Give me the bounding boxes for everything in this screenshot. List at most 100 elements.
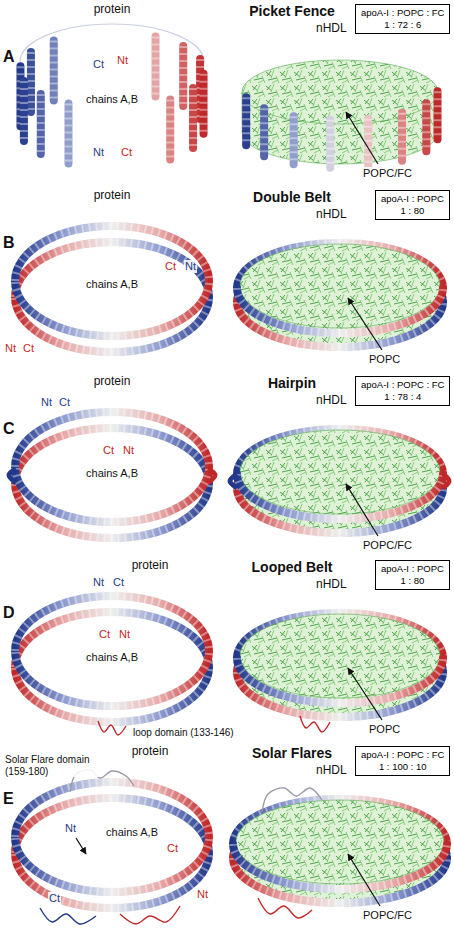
helix-turns bbox=[260, 108, 268, 156]
panel-title: Looped Belt bbox=[252, 559, 333, 575]
lipid-label: POPC bbox=[368, 353, 401, 366]
lipid-disk bbox=[236, 800, 444, 884]
pointer-arrow bbox=[348, 668, 382, 720]
terminus-label: Nt bbox=[184, 260, 197, 273]
ratio-box: apoA-I : POPC1 : 80 bbox=[375, 560, 450, 590]
helix-belt bbox=[237, 302, 443, 347]
helix-picket bbox=[50, 41, 58, 101]
panel-letter: C bbox=[3, 420, 15, 438]
helix-picket bbox=[37, 94, 45, 154]
helix-turns bbox=[50, 41, 58, 101]
ratio-text: 1 : 80 bbox=[381, 575, 444, 587]
view-label: nHDL bbox=[316, 764, 347, 778]
chain-label: chains A,B bbox=[105, 826, 159, 839]
helix-turns bbox=[189, 88, 197, 148]
terminus-label: Ct bbox=[102, 444, 115, 457]
helix-picket bbox=[260, 108, 268, 156]
panel-3 bbox=[15, 596, 443, 735]
lipid-disk bbox=[240, 244, 440, 328]
helix-turns bbox=[15, 596, 209, 706]
loop-domain bbox=[208, 469, 215, 483]
loop-domain bbox=[258, 898, 312, 918]
domain-label: Solar Flare domain (159-180) bbox=[4, 754, 102, 777]
view-label: nHDL bbox=[316, 22, 347, 36]
panel-title: Double Belt bbox=[253, 189, 331, 205]
panel-e bbox=[15, 770, 447, 924]
helix-turns bbox=[242, 97, 250, 145]
panel-a bbox=[20, 24, 438, 168]
helix-turns bbox=[233, 844, 447, 889]
view-label: protein bbox=[94, 189, 131, 203]
ratio-text: 1 : 80 bbox=[381, 205, 444, 217]
lipid-disk bbox=[240, 614, 440, 698]
terminus-label: Ct bbox=[22, 342, 35, 355]
terminus-label: Nt bbox=[40, 396, 53, 409]
view-label: protein bbox=[94, 375, 131, 389]
terminus-label: Ct bbox=[166, 842, 179, 855]
lipid-disk bbox=[240, 430, 440, 514]
terminus-label: Nt bbox=[118, 628, 131, 641]
ratio-box: apoA-I : POPC : FC1 : 78 : 4 bbox=[355, 376, 450, 406]
terminus-label: Nt bbox=[116, 54, 129, 67]
terminus-label: Nt bbox=[4, 342, 17, 355]
helix-belt bbox=[237, 658, 443, 703]
helix-turns bbox=[434, 91, 442, 139]
panel-letter: B bbox=[3, 234, 15, 252]
view-label: protein bbox=[132, 745, 169, 759]
panel-title: Picket Fence bbox=[249, 3, 335, 19]
view-label: protein bbox=[94, 3, 131, 17]
terminus-label: Ct bbox=[58, 396, 71, 409]
terminus-label: Nt bbox=[92, 576, 105, 589]
loop bbox=[20, 24, 204, 62]
loop-domain bbox=[300, 716, 330, 732]
terminus-label: Ct bbox=[98, 628, 111, 641]
ratio-box: apoA-I : POPC : FC1 : 100 : 10 bbox=[355, 746, 450, 776]
terminus-label: Ct bbox=[120, 146, 133, 159]
ratio-text: 1 : 72 : 6 bbox=[361, 19, 444, 31]
helix-turns bbox=[237, 658, 443, 703]
helix-turns bbox=[237, 302, 443, 347]
helix-turns bbox=[326, 120, 334, 168]
chain-label: chains A,B bbox=[85, 278, 139, 291]
chain-label: chains A,B bbox=[85, 93, 139, 106]
helix-picket bbox=[242, 97, 250, 145]
helix-picket bbox=[64, 103, 72, 163]
helix-belt bbox=[237, 288, 443, 333]
helix-picket bbox=[166, 99, 174, 159]
helix-turns bbox=[422, 103, 430, 151]
helix-belt bbox=[237, 488, 443, 533]
helix-picket bbox=[152, 37, 160, 97]
loop-domain bbox=[120, 906, 180, 924]
helix-turns bbox=[237, 488, 443, 533]
helix-picket bbox=[189, 88, 197, 148]
lipid-label: POPC/FC bbox=[362, 167, 413, 180]
helix-turns bbox=[152, 37, 160, 97]
helix-turns bbox=[15, 226, 209, 336]
ratio-text: apoA-I : POPC : FC bbox=[361, 379, 444, 391]
helix-turns bbox=[27, 52, 35, 112]
helix-turns bbox=[290, 116, 298, 164]
helix-picket bbox=[398, 113, 406, 161]
terminus-label: Nt bbox=[92, 146, 105, 159]
helix-turns bbox=[237, 288, 443, 333]
ratio-text: apoA-I : POPC bbox=[381, 193, 444, 205]
helix-belt bbox=[237, 474, 443, 519]
panel-title: Solar Flares bbox=[252, 745, 332, 761]
helix-belt bbox=[15, 596, 209, 706]
helix-picket bbox=[27, 52, 35, 112]
panel-letter: A bbox=[3, 48, 15, 66]
panel-letter: D bbox=[3, 604, 15, 622]
ratio-box: apoA-I : POPC1 : 80 bbox=[375, 190, 450, 220]
ratio-text: apoA-I : POPC bbox=[381, 563, 444, 575]
ratio-text: apoA-I : POPC : FC bbox=[361, 7, 444, 19]
loop-domain bbox=[443, 474, 449, 488]
chain-label: chains A,B bbox=[85, 651, 139, 664]
helix-turns bbox=[20, 81, 28, 141]
helix-turns bbox=[398, 113, 406, 161]
pointer-arrow bbox=[76, 838, 86, 854]
loop-domain bbox=[40, 908, 96, 924]
helix-picket bbox=[434, 91, 442, 139]
helix-belt bbox=[15, 782, 209, 892]
panel-title: Hairpin bbox=[268, 375, 316, 391]
helix-turns bbox=[233, 858, 447, 903]
